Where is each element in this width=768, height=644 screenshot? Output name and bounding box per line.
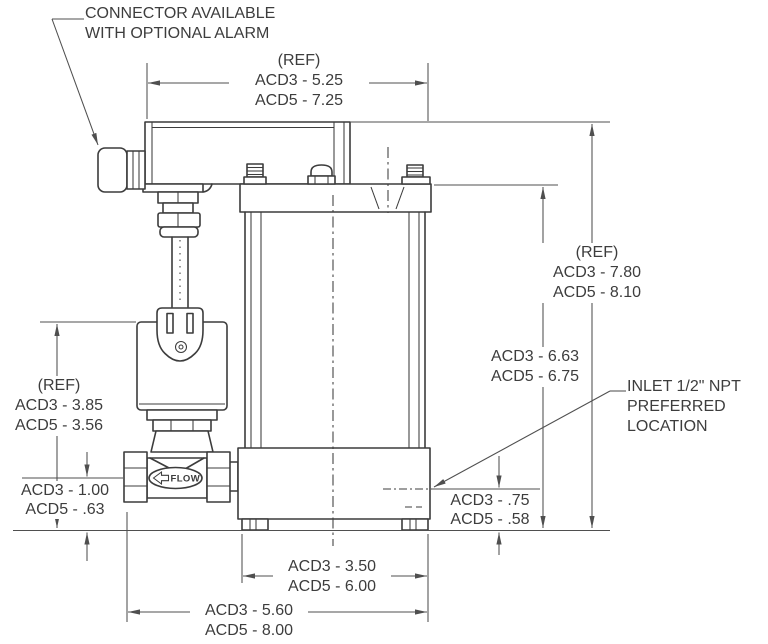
inlet-leader-line	[433, 390, 626, 488]
inlet-note-line2: PREFERRED	[627, 398, 726, 415]
dim-inlet-height: ACD3 - 6.63 ACD5 - 6.75	[479, 347, 591, 387]
extension-lines	[13, 63, 610, 622]
flow-label: FLOW	[171, 474, 201, 485]
flow-badge	[148, 466, 203, 490]
centerlines	[332, 147, 433, 546]
dim-top-width: (REF) ACD3 - 5.25 ACD5 - 7.25	[229, 51, 369, 111]
connector-note-line1: CONNECTOR AVAILABLE	[85, 5, 276, 22]
top-plate	[239, 183, 432, 213]
flow-arrow-icon	[152, 470, 170, 486]
inlet-note-line1: INLET 1/2" NPT	[627, 378, 741, 395]
connector-note-line2: WITH OPTIONAL ALARM	[85, 25, 270, 42]
plug-connector	[156, 307, 204, 362]
cable-gland-connector	[97, 147, 146, 193]
solenoid-valve	[136, 307, 228, 453]
base-block	[228, 447, 431, 531]
inlet-note-line3: LOCATION	[627, 418, 708, 435]
top-plate-bolts	[243, 163, 431, 185]
dim-valve-centerline-height: ACD3 - 1.00 ACD5 - .63	[12, 481, 118, 519]
dim-overall-height: (REF) ACD3 - 7.80 ACD5 - 8.10	[537, 243, 657, 303]
flow-valve-body: FLOW	[123, 451, 231, 503]
connector-leader-line	[51, 18, 99, 146]
inlet-note: INLET 1/2" NPT PREFERRED LOCATION	[627, 377, 741, 437]
leader-lines	[51, 18, 626, 488]
dim-overall-width: ACD3 - 5.60 ACD5 - 8.00	[190, 601, 308, 641]
dim-base-width: ACD3 - 3.50 ACD5 - 6.00	[273, 557, 391, 597]
dim-inlet-offset: ACD3 - .75 ACD5 - .58	[440, 492, 540, 529]
conduit-fitting-stack	[157, 191, 201, 308]
cylinder-body	[244, 211, 426, 449]
connector-note: CONNECTOR AVAILABLE WITH OPTIONAL ALARM	[85, 4, 275, 44]
dim-solenoid-height: (REF) ACD3 - 3.85 ACD5 - 3.56	[6, 376, 112, 436]
